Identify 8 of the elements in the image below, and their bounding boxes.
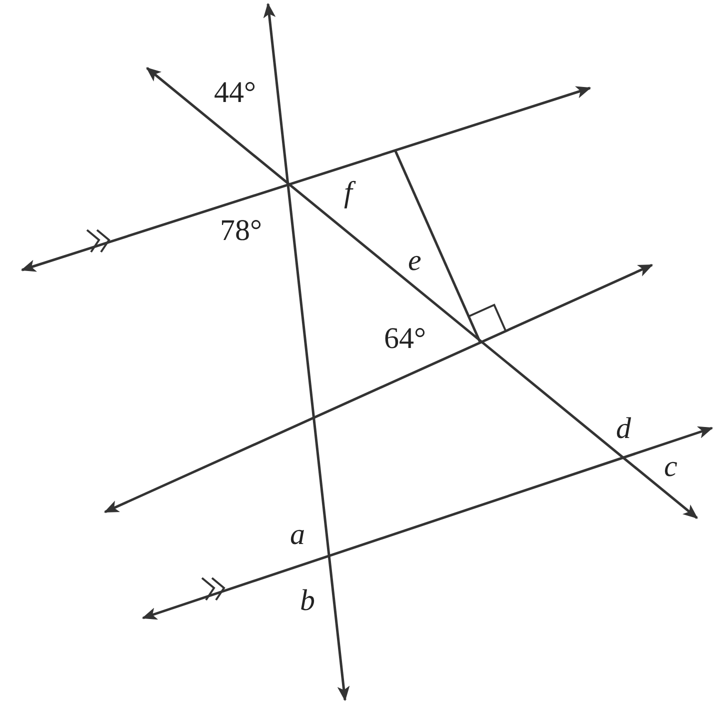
- angle-label: 78°: [220, 216, 262, 246]
- angle-label: 64°: [384, 324, 426, 354]
- angle-label: 44°: [214, 78, 256, 108]
- point-label: b: [300, 586, 315, 616]
- point-label: d: [616, 414, 631, 444]
- point-label: e: [408, 246, 422, 276]
- point-label: a: [290, 520, 305, 550]
- point-label: c: [664, 452, 678, 482]
